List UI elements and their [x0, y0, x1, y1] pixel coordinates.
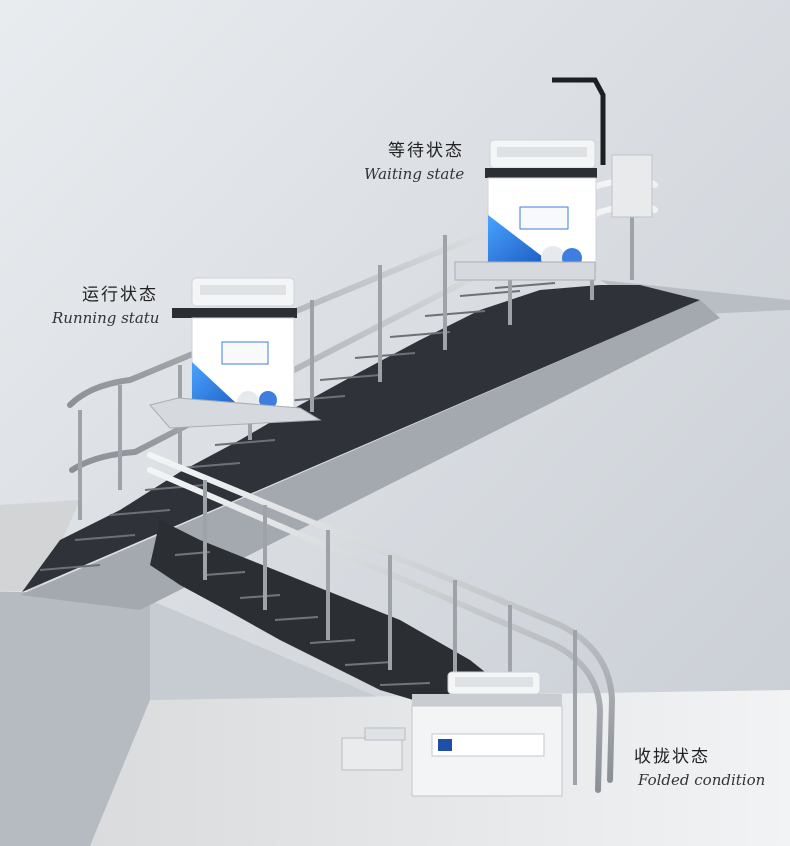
label-running-state: 运行状态 Running statu: [52, 280, 159, 327]
label-folded-cn: 收拢状态: [634, 747, 710, 767]
lift-waiting: [454, 77, 653, 281]
label-waiting-state: 等待状态 Waiting state: [364, 136, 464, 183]
label-folded-state: 收拢状态 Folded condition: [634, 742, 765, 789]
label-waiting-cn: 等待状态: [388, 141, 464, 161]
label-running-en: Running statu: [52, 309, 160, 327]
middle-landing: [0, 500, 80, 592]
lift-folded: [341, 671, 563, 797]
upper-stairs: [22, 285, 700, 592]
upper-stair-underside: [20, 300, 720, 610]
lower-stairs: [150, 520, 520, 705]
lift-running: [149, 277, 322, 429]
lower-step-edges: [174, 551, 431, 686]
lower-handrail: [147, 452, 616, 793]
label-folded-en: Folded condition: [638, 771, 766, 789]
label-waiting-en: Waiting state: [364, 165, 465, 183]
label-running-cn: 运行状态: [82, 285, 158, 305]
